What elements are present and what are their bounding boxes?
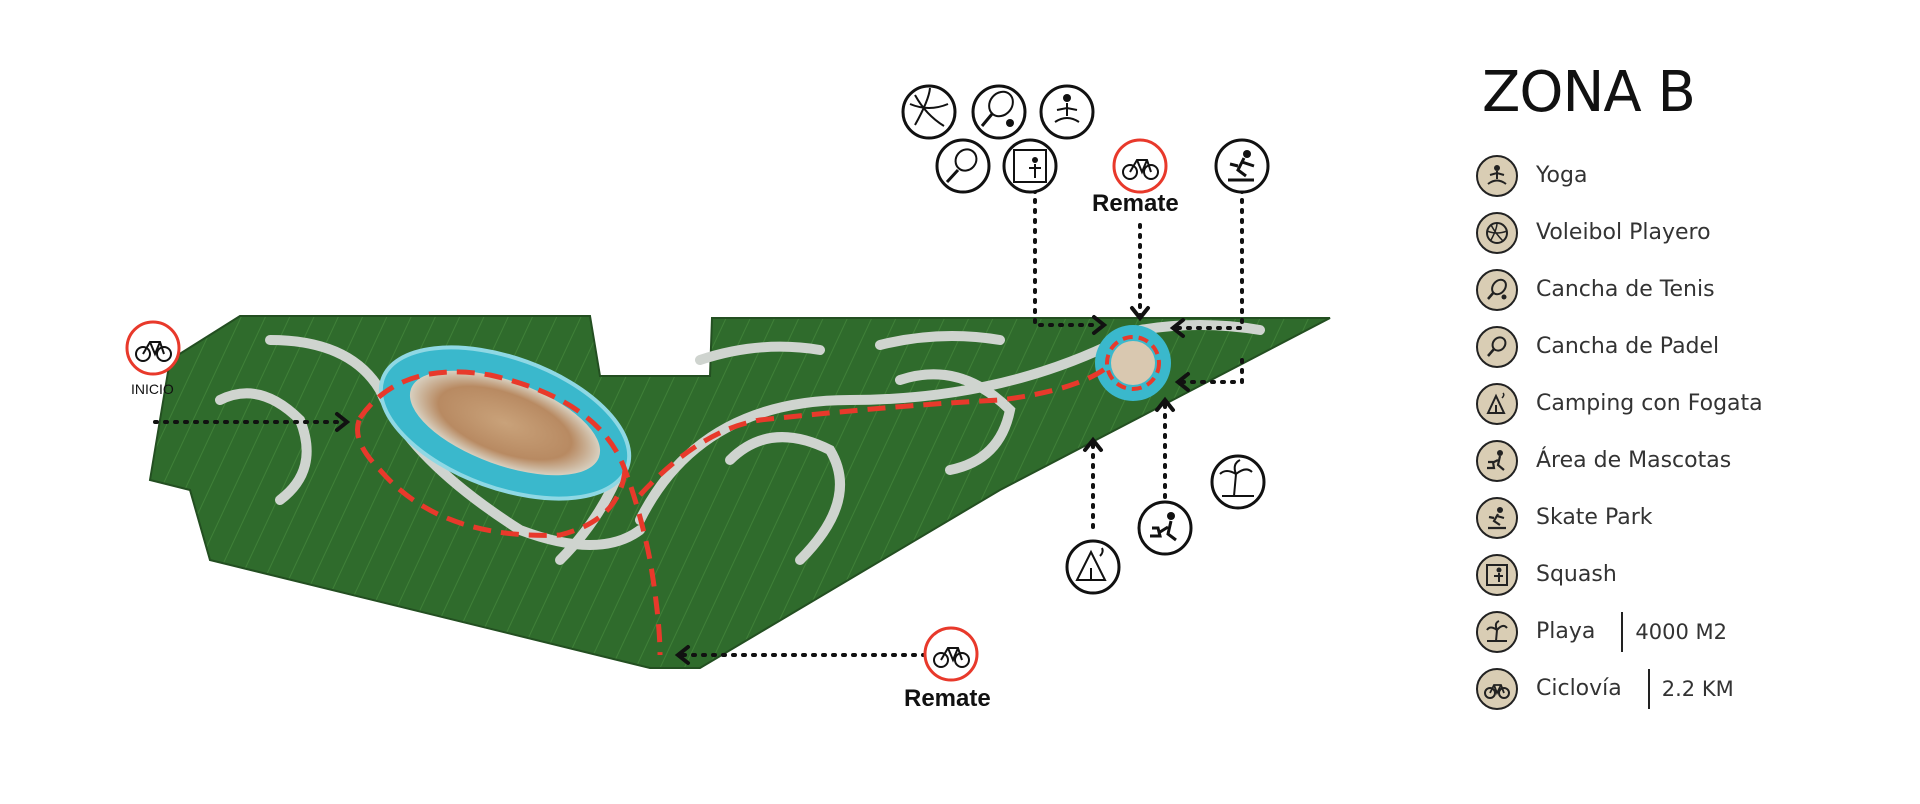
beach-area-value: 4000 M2 — [1621, 611, 1727, 652]
end-top-bike-marker — [1112, 138, 1168, 194]
leader-arrowheads — [335, 306, 1190, 665]
legend-item-volleyball: Voleibol Playero — [1476, 204, 1896, 261]
route-end-ring — [1105, 335, 1161, 391]
legend-label: Cancha de Padel — [1536, 334, 1720, 359]
start-bike-marker — [125, 320, 181, 376]
legend-label: Ciclovía — [1536, 676, 1622, 701]
legend-item-yoga: Yoga — [1476, 147, 1896, 204]
legend-label: Voleibol Playero — [1536, 220, 1711, 245]
legend-item-camping: Camping con Fogata — [1476, 375, 1896, 432]
palm-icon — [1476, 610, 1518, 653]
bikepath-length-text: 2.2 KM — [1661, 676, 1734, 701]
divider — [1647, 668, 1650, 709]
bike-icon — [1122, 159, 1159, 180]
legend-item-tennis: Cancha de Tenis — [1476, 261, 1896, 318]
bike-route — [355, 363, 1112, 656]
legend-label: Playa — [1536, 619, 1596, 644]
legend-label: Yoga — [1536, 163, 1588, 188]
end-label-top: Remate — [1092, 190, 1179, 217]
tennis-icon — [971, 84, 1027, 140]
legend-item-bikepath: Ciclovía 2.2 KM — [1476, 660, 1896, 717]
legend: ZONA B Yoga Voleibol Playero Cancha de T… — [1476, 60, 1896, 717]
volleyball-icon — [1476, 211, 1518, 254]
leader-lines — [153, 188, 1244, 657]
padel-icon — [935, 138, 991, 194]
tent-icon — [1476, 382, 1518, 425]
legend-label: Cancha de Tenis — [1536, 277, 1715, 302]
padel-icon — [1476, 325, 1518, 368]
end-label-bottom: Remate — [904, 685, 991, 712]
legend-item-skate: Skate Park — [1476, 489, 1896, 546]
legend-label: Squash — [1536, 562, 1617, 587]
legend-item-pets: Área de Mascotas — [1476, 432, 1896, 489]
amenity-markers — [901, 84, 1270, 595]
tennis-icon — [1476, 268, 1518, 311]
bike-icon — [135, 341, 172, 362]
legend-label: Camping con Fogata — [1536, 391, 1763, 416]
bike-icon — [1476, 667, 1518, 710]
tent-icon — [1065, 539, 1121, 595]
yoga-icon — [1476, 154, 1518, 197]
legend-title: ZONA B — [1482, 60, 1696, 125]
bikepath-length-value: 2.2 KM — [1647, 668, 1734, 709]
skate-icon — [1214, 138, 1270, 194]
squash-icon — [1476, 553, 1518, 596]
bike-icon — [933, 647, 970, 668]
pet-icon — [1476, 439, 1518, 482]
skate-icon — [1476, 496, 1518, 539]
central-lake — [378, 345, 632, 501]
legend-label: Área de Mascotas — [1536, 448, 1732, 473]
end-bottom-bike-marker — [923, 626, 979, 682]
divider — [1621, 611, 1624, 652]
pet-icon — [1137, 500, 1193, 556]
volleyball-icon — [901, 84, 957, 140]
palm-icon — [1210, 454, 1266, 510]
legend-item-padel: Cancha de Padel — [1476, 318, 1896, 375]
beach-area-text: 4000 M2 — [1635, 619, 1727, 644]
legend-label: Skate Park — [1536, 505, 1653, 530]
legend-item-beach: Playa 4000 M2 — [1476, 603, 1896, 660]
roads — [215, 320, 1265, 565]
yoga-icon — [1039, 84, 1095, 140]
start-label: INICIO — [131, 381, 174, 397]
legend-item-squash: Squash — [1476, 546, 1896, 603]
squash-icon — [1002, 138, 1058, 194]
